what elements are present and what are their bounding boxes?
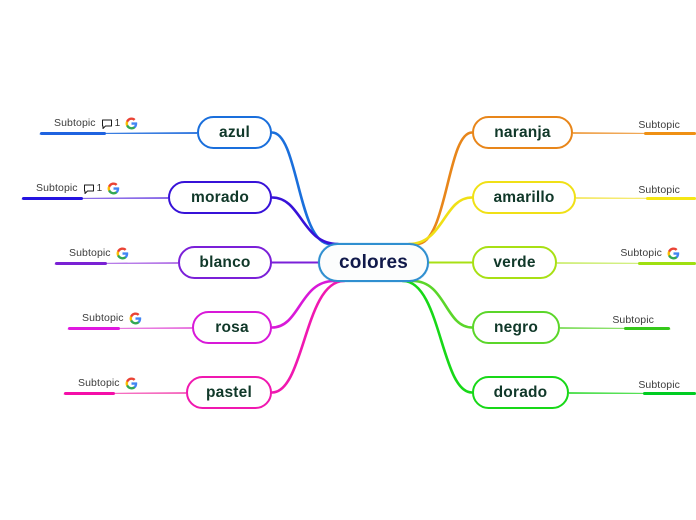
subtopic-meta: Subtopic	[638, 118, 680, 131]
topic-node-label: azul	[219, 123, 250, 141]
topic-node-label: dorado	[493, 383, 548, 401]
subtopic-meta: Subtopic 1	[54, 117, 138, 130]
subtopic-label: Subtopic	[69, 247, 111, 260]
subtopic-meta: Subtopic	[82, 312, 142, 325]
center-node[interactable]: colores	[318, 243, 429, 282]
google-icon[interactable]	[129, 312, 142, 325]
comment-indicator[interactable]: 1	[101, 117, 121, 130]
topic-node-morado[interactable]: morado	[168, 181, 272, 214]
subtopic-morado[interactable]: Subtopic 1	[22, 173, 168, 201]
google-icon[interactable]	[125, 117, 138, 130]
subtopic-accent-bar	[64, 391, 115, 396]
topic-node-negro[interactable]: negro	[472, 311, 560, 344]
topic-node-label: colores	[339, 252, 408, 273]
topic-node-label: amarillo	[493, 188, 555, 206]
branch-connector	[415, 131, 474, 246]
topic-node-label: verde	[493, 253, 536, 271]
comment-bubble-icon	[101, 119, 112, 129]
comment-indicator[interactable]: 1	[83, 182, 103, 195]
subtopic-label: Subtopic	[638, 183, 680, 196]
topic-node-amarillo[interactable]: amarillo	[472, 181, 576, 214]
branch-connector	[270, 196, 340, 246]
subtopic-rosa[interactable]: Subtopic	[68, 303, 192, 331]
topic-node-label: rosa	[215, 318, 249, 336]
subtopic-verde[interactable]: Subtopic	[557, 238, 696, 266]
topic-node-azul[interactable]: azul	[197, 116, 272, 149]
topic-node-label: morado	[190, 188, 250, 206]
subtopic-accent-bar	[643, 391, 696, 396]
subtopic-accent-bar	[68, 326, 120, 331]
subtopic-meta: Subtopic	[638, 183, 680, 196]
topic-node-blanco[interactable]: blanco	[178, 246, 272, 279]
subtopic-accent-bar	[624, 326, 670, 331]
subtopic-accent-bar	[644, 131, 696, 136]
branch-connector	[411, 279, 474, 329]
google-icon[interactable]	[116, 247, 129, 260]
topic-node-label: pastel	[206, 383, 252, 401]
subtopic-meta: Subtopic	[78, 377, 138, 390]
subtopic-meta: Subtopic	[638, 378, 680, 391]
google-icon[interactable]	[667, 247, 680, 260]
comment-count: 1	[114, 117, 121, 129]
subtopic-meta: Subtopic	[620, 247, 680, 260]
subtopic-accent-bar	[40, 131, 106, 136]
topic-node-rosa[interactable]: rosa	[192, 311, 272, 344]
topic-node-label: blanco	[199, 253, 251, 271]
subtopic-accent-bar	[22, 196, 83, 201]
subtopic-pastel[interactable]: Subtopic	[64, 368, 186, 396]
subtopic-label: Subtopic	[620, 247, 662, 260]
subtopic-negro[interactable]: Subtopic	[560, 303, 670, 331]
subtopic-dorado[interactable]: Subtopic	[569, 368, 696, 396]
branch-connector	[407, 196, 474, 246]
subtopic-accent-bar	[55, 261, 107, 266]
branch-connector	[270, 131, 332, 246]
subtopic-azul[interactable]: Subtopic 1	[40, 108, 197, 136]
topic-node-label: negro	[493, 318, 539, 336]
subtopic-label: Subtopic	[638, 378, 680, 391]
topic-node-label: naranja	[494, 123, 551, 141]
subtopic-label: Subtopic	[638, 118, 680, 131]
google-icon[interactable]	[125, 377, 138, 390]
branch-connector	[401, 279, 474, 394]
subtopic-label: Subtopic	[36, 182, 78, 195]
topic-node-dorado[interactable]: dorado	[472, 376, 569, 409]
subtopic-meta: Subtopic	[69, 247, 129, 260]
subtopic-naranja[interactable]: Subtopic	[573, 108, 696, 136]
subtopic-meta: Subtopic	[612, 313, 654, 326]
branch-connector	[270, 279, 336, 329]
subtopic-accent-bar	[646, 196, 696, 201]
topic-node-verde[interactable]: verde	[472, 246, 557, 279]
branch-connector	[270, 279, 346, 394]
subtopic-label: Subtopic	[78, 377, 120, 390]
subtopic-meta: Subtopic 1	[36, 182, 120, 195]
subtopic-blanco[interactable]: Subtopic	[55, 238, 178, 266]
subtopic-accent-bar	[638, 261, 696, 266]
subtopic-amarillo[interactable]: Subtopic	[576, 173, 696, 201]
subtopic-label: Subtopic	[82, 312, 124, 325]
topic-node-pastel[interactable]: pastel	[186, 376, 272, 409]
subtopic-label: Subtopic	[612, 313, 654, 326]
comment-bubble-icon	[83, 184, 94, 194]
comment-count: 1	[96, 182, 103, 194]
topic-node-naranja[interactable]: naranja	[472, 116, 573, 149]
google-icon[interactable]	[107, 182, 120, 195]
subtopic-label: Subtopic	[54, 117, 96, 130]
